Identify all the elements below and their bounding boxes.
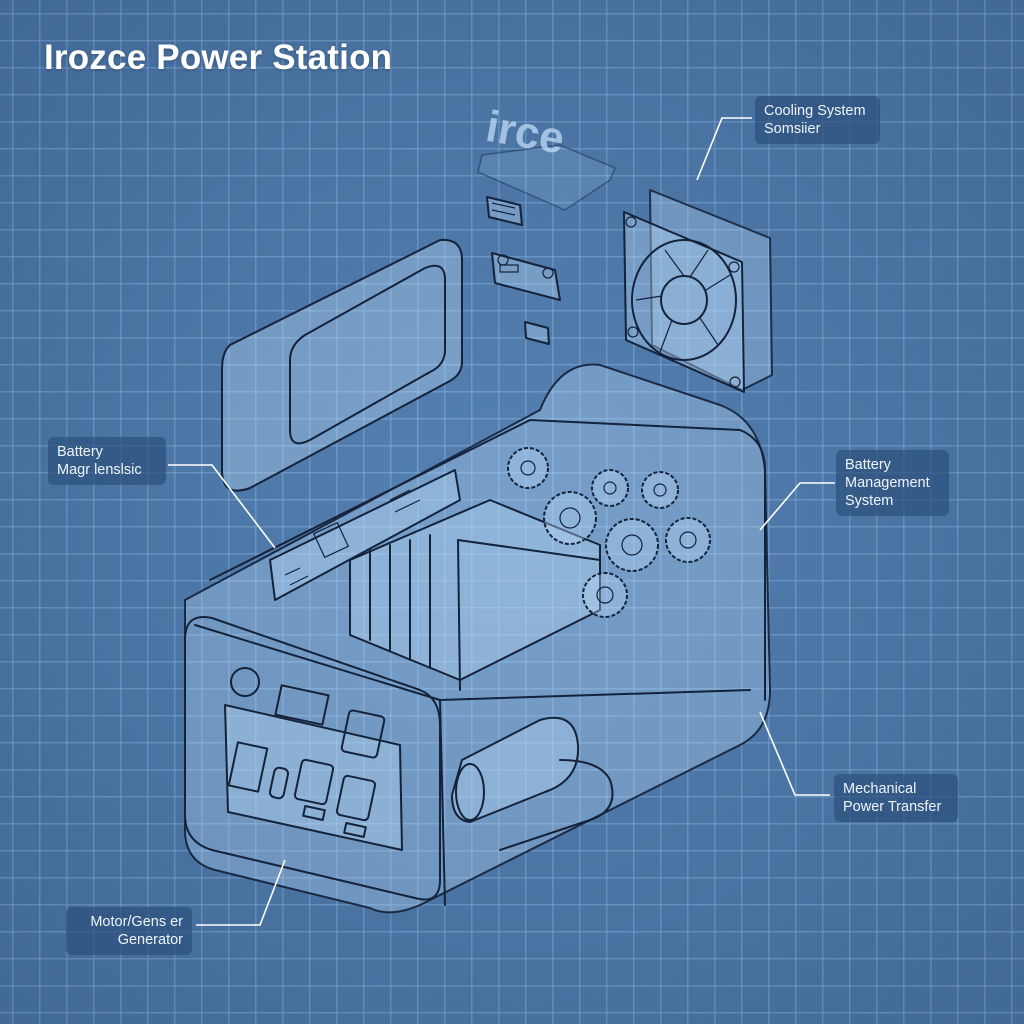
battery-cells [349, 499, 601, 691]
label-line: System [845, 493, 894, 509]
front-panel-outlets [224, 667, 403, 851]
control-board [269, 469, 461, 601]
connector-chips [486, 196, 561, 345]
label-line: Battery [57, 444, 103, 460]
label-line: Mechanical [843, 781, 917, 797]
label-line: Management [845, 475, 930, 491]
gear-train [507, 447, 711, 618]
label-line: Motor/Gens er [90, 914, 183, 930]
label-cooling-system: Cooling System Somsiier [755, 96, 880, 144]
label-line: Somsiier [764, 121, 821, 137]
label-line: Cooling System [764, 103, 866, 119]
label-line: Power Transfer [843, 799, 942, 815]
cooling-fan [623, 189, 773, 393]
motor [451, 716, 614, 851]
battery-lid [221, 238, 463, 492]
label-mechanical-power-transfer: Mechanical Power Transfer [834, 774, 958, 822]
leader-lines [168, 117, 835, 926]
label-line: Generator [117, 932, 183, 948]
label-battery-management-system: Battery Management System [836, 450, 949, 516]
label-line: Battery [845, 457, 891, 473]
label-battery-magr: Battery Magr lenslsic [48, 437, 166, 485]
label-motor-generator: Motor/Gens er Generator [66, 907, 192, 955]
logo-plate: irce [477, 102, 616, 211]
page-title: Irozce Power Station [44, 38, 393, 77]
label-line: Magr lenslsic [57, 462, 142, 478]
